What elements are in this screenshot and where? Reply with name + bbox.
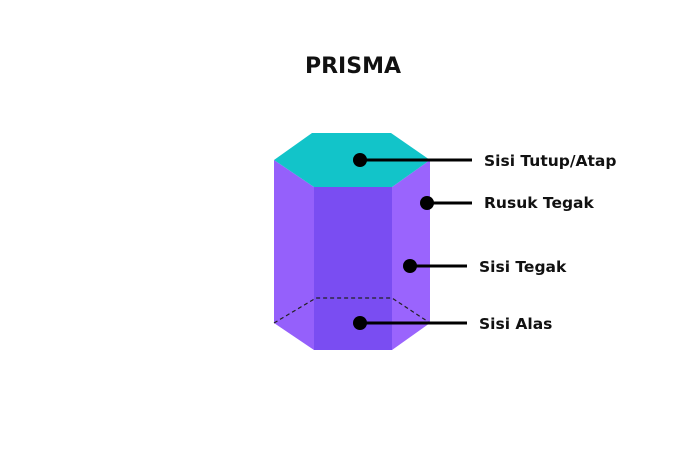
marker-dot — [353, 316, 367, 330]
marker-dot — [420, 196, 434, 210]
marker-dot — [353, 153, 367, 167]
label-vertical-edge: Rusuk Tegak — [484, 194, 595, 212]
callout-vertical-edge: Rusuk Tegak — [420, 194, 595, 212]
diagram-title: PRISMA — [305, 54, 401, 79]
base-hidden-edges — [273, 297, 431, 324]
marker-dot — [403, 259, 417, 273]
right-lateral-face — [392, 160, 430, 350]
callout-top-face: Sisi Tutup/Atap — [353, 152, 616, 170]
top-face — [274, 133, 430, 187]
callout-base-face: Sisi Alas — [353, 315, 552, 333]
front-lateral-face — [314, 187, 392, 350]
label-lateral-face: Sisi Tegak — [479, 258, 567, 276]
label-top-face: Sisi Tutup/Atap — [484, 152, 616, 170]
hexagonal-prism — [273, 133, 431, 350]
callout-lateral-face: Sisi Tegak — [403, 258, 567, 276]
left-lateral-face — [274, 160, 314, 350]
label-base-face: Sisi Alas — [479, 315, 552, 333]
